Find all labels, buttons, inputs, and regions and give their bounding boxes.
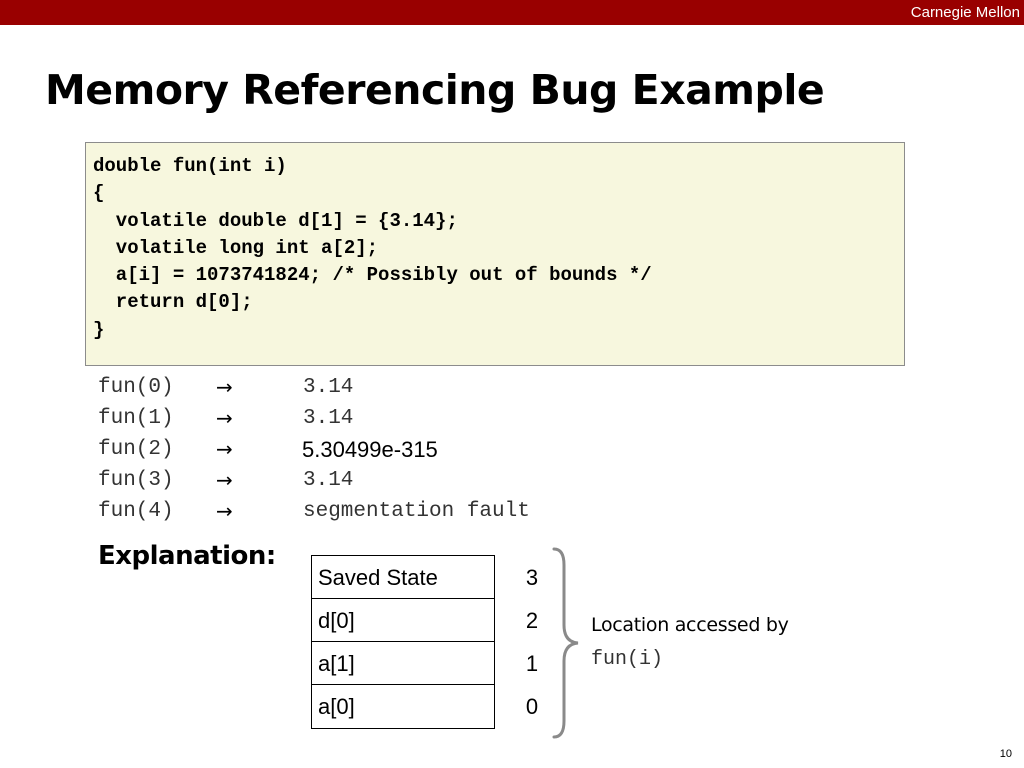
code-line: }: [93, 318, 105, 341]
location-label: Location accessed by: [591, 614, 789, 636]
result-value: 3.14: [303, 469, 354, 492]
arrow-right-icon: →: [216, 437, 233, 461]
stack-index: 0: [525, 694, 539, 719]
curly-brace-icon: [552, 547, 579, 739]
result-row: fun(4) → segmentation fault: [98, 499, 698, 531]
code-box: double fun(int i) { volatile double d[1]…: [85, 142, 905, 366]
result-row: fun(2) → 5.30499e-315: [98, 437, 698, 469]
slide-title: Memory Referencing Bug Example: [45, 66, 825, 114]
stack-cell: a[1]: [312, 642, 494, 685]
result-call: fun(3): [98, 469, 174, 492]
result-call: fun(2): [98, 438, 174, 461]
result-row: fun(0) → 3.14: [98, 375, 698, 407]
result-call: fun(1): [98, 407, 174, 430]
code-listing: double fun(int i) { volatile double d[1]…: [93, 153, 652, 344]
code-line: a[i] = 1073741824; /* Possibly out of bo…: [93, 264, 652, 287]
top-bar: Carnegie Mellon: [0, 0, 1024, 25]
code-line: volatile long int a[2];: [93, 236, 379, 259]
explanation-label: Explanation:: [98, 541, 276, 571]
results-list: fun(0) → 3.14 fun(1) → 3.14 fun(2) → 5.3…: [98, 375, 698, 531]
code-line: volatile double d[1] = {3.14};: [93, 209, 458, 232]
stack-diagram: Saved State d[0] a[1] a[0]: [311, 555, 495, 729]
brand-label: Carnegie Mellon: [910, 4, 1020, 21]
code-line: return d[0];: [93, 291, 253, 314]
stack-index: 3: [525, 565, 539, 590]
result-row: fun(1) → 3.14: [98, 406, 698, 438]
result-value: 3.14: [303, 407, 354, 430]
result-row: fun(3) → 3.14: [98, 468, 698, 500]
result-call: fun(4): [98, 500, 174, 523]
arrow-right-icon: →: [216, 375, 233, 399]
code-line: double fun(int i): [93, 155, 287, 177]
result-value: segmentation fault: [303, 500, 530, 523]
arrow-right-icon: →: [216, 406, 233, 430]
page-number: 10: [999, 748, 1012, 760]
arrow-right-icon: →: [216, 499, 233, 523]
result-value: 5.30499e-315: [302, 437, 438, 462]
stack-cell: Saved State: [312, 556, 494, 599]
result-value: 3.14: [303, 376, 354, 399]
code-line: {: [93, 182, 105, 205]
stack-indices: 3 2 1 0: [520, 556, 544, 728]
stack-index: 2: [525, 608, 539, 633]
stack-cell: d[0]: [312, 599, 494, 642]
result-call: fun(0): [98, 376, 174, 399]
arrow-right-icon: →: [216, 468, 233, 492]
stack-index: 1: [525, 651, 539, 676]
stack-cell: a[0]: [318, 694, 355, 719]
location-code: fun(i): [591, 648, 664, 671]
